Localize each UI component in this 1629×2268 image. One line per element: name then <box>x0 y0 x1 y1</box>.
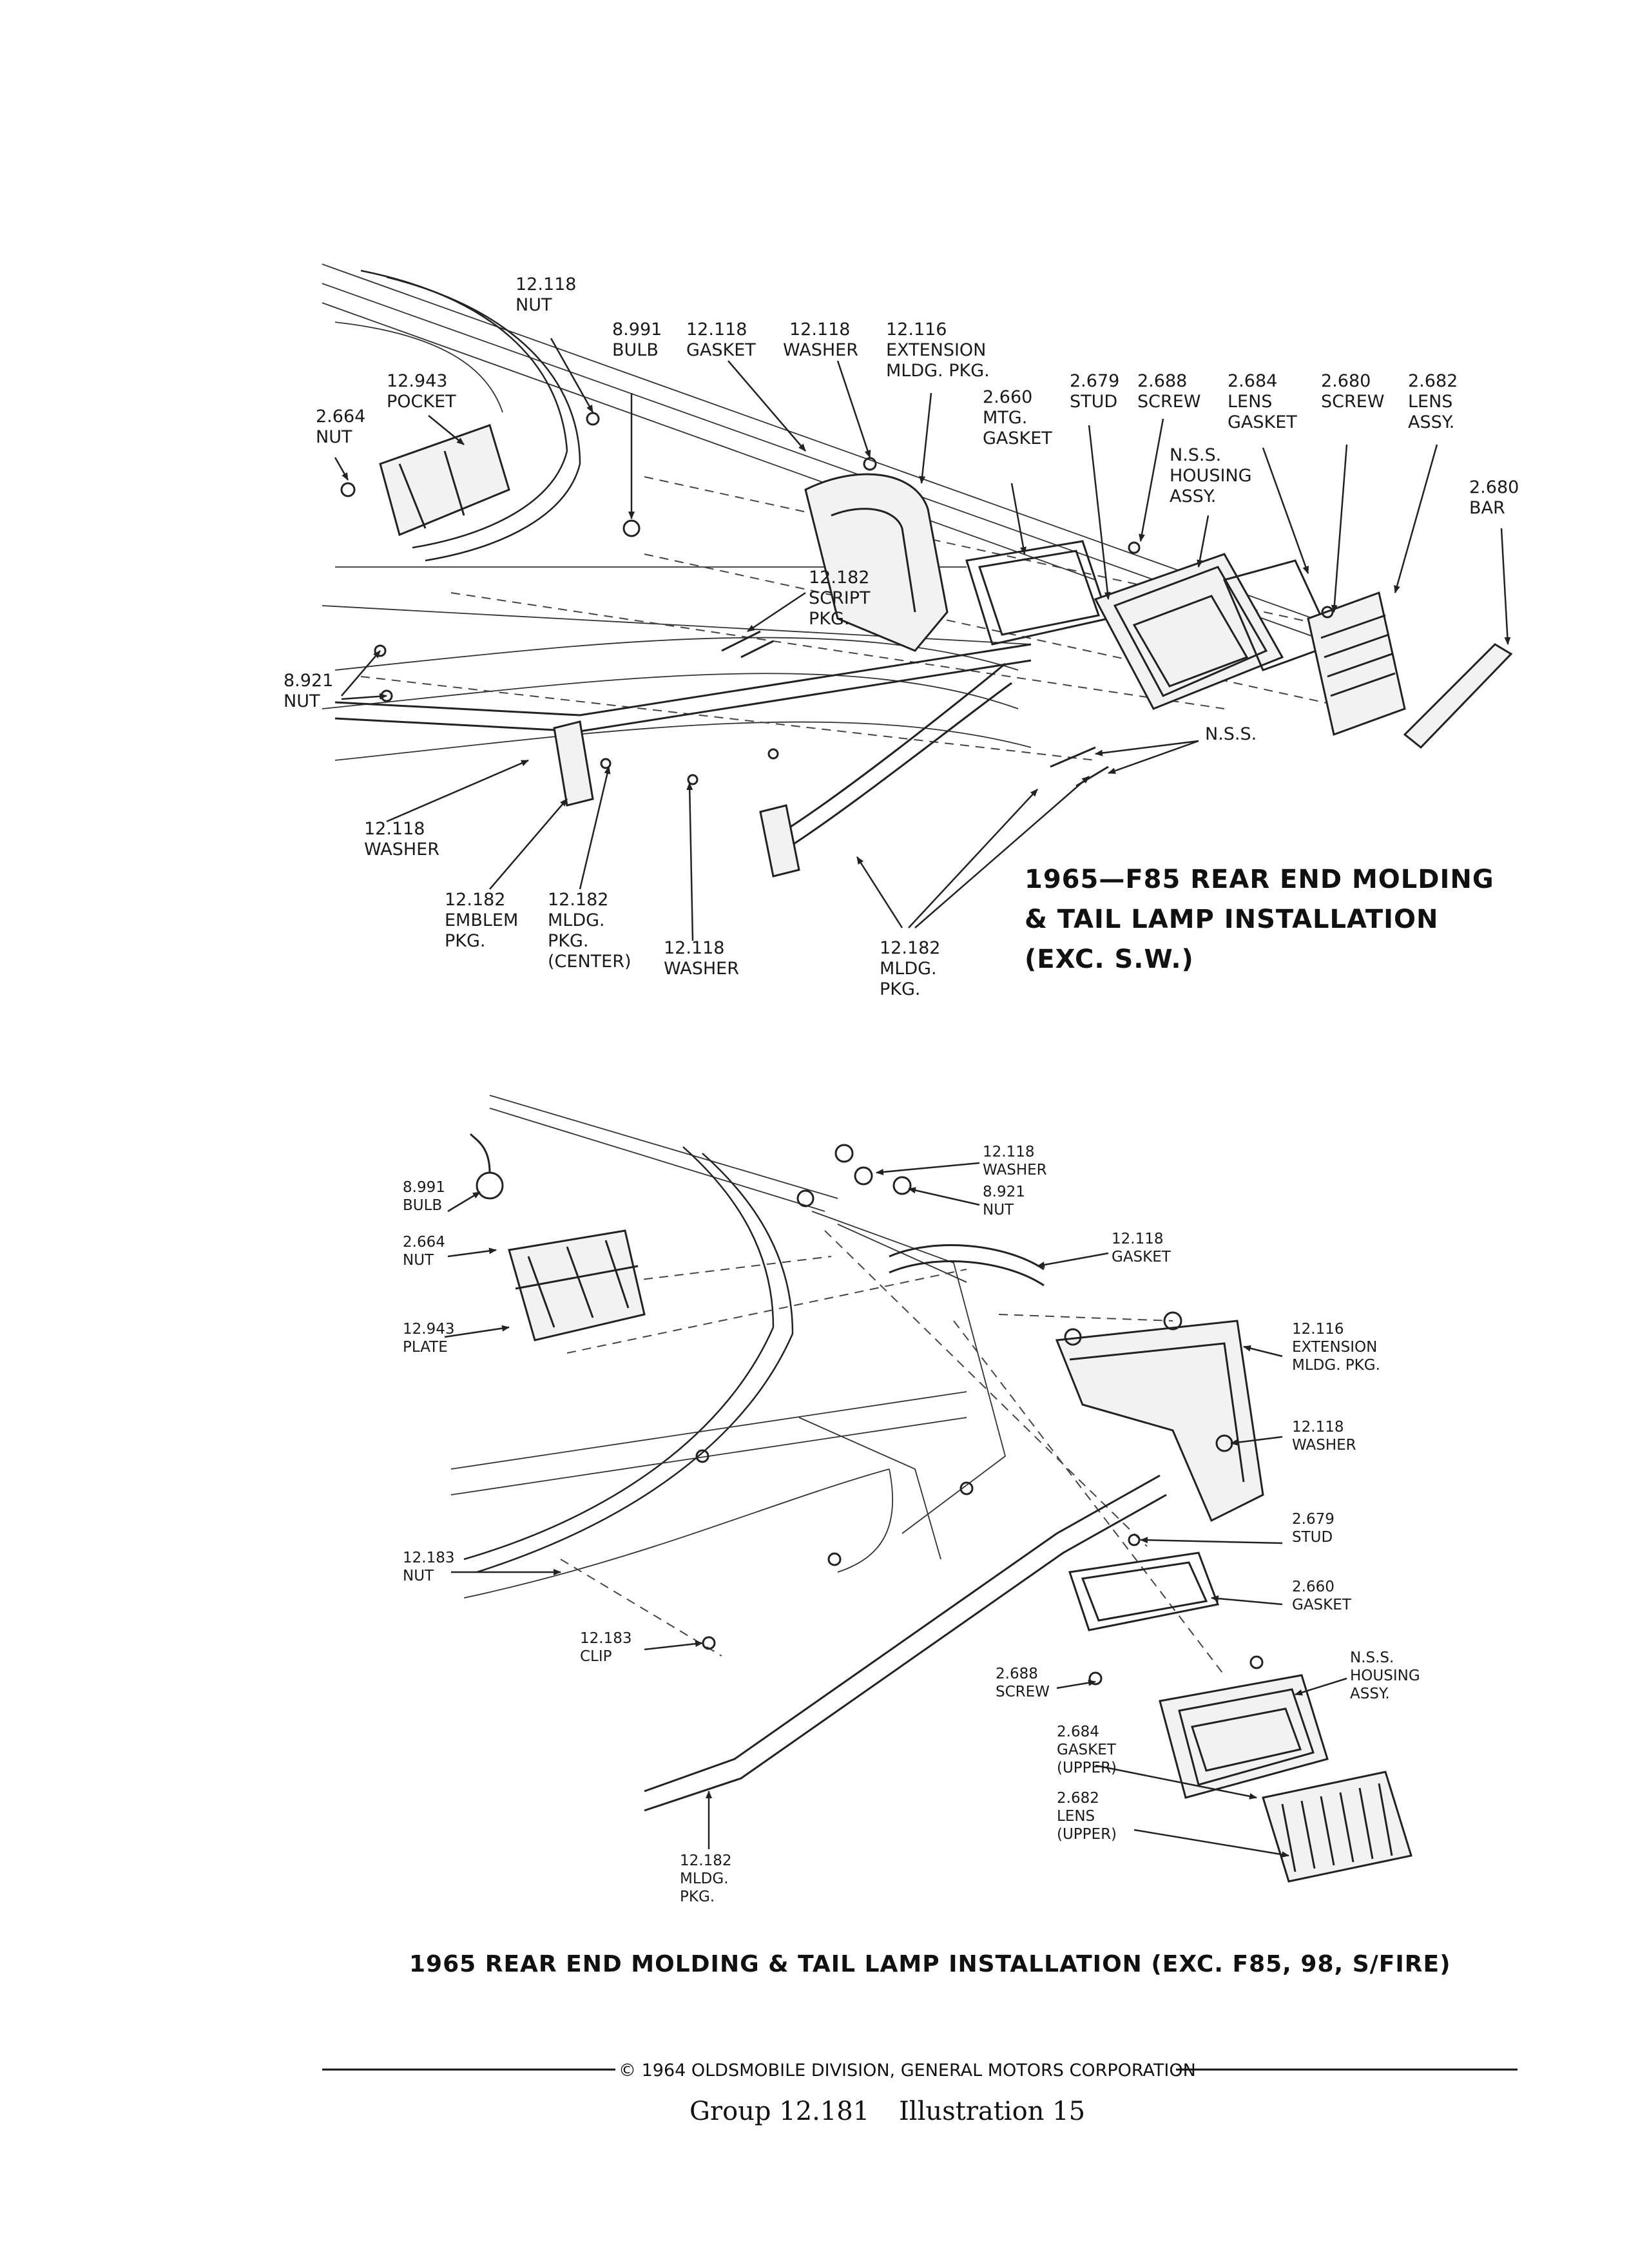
label-top-nut-12118: 12.118 NUT <box>516 274 582 315</box>
label-top-mldg-center-12182: 12.182 MLDG. PKG. (CENTER) <box>548 890 631 972</box>
label-bottom-gasket-12118: 12.118 GASKET <box>1112 1231 1171 1265</box>
label-bottom-nut-12183: 12.183 NUT <box>403 1550 459 1584</box>
label-top-washer-12118-c: 12.118 WASHER <box>664 938 739 979</box>
label-bottom-bulb-8991: 8.991 BULB <box>403 1179 450 1214</box>
bottom-diagram: 12.118 WASHER 8.921 NUT 8.991 BULB 2.664… <box>403 1095 1451 1977</box>
label-top-screw-2680: 2.680 SCREW <box>1321 371 1385 412</box>
label-top-washer-12118-a: 12.118 WASHER <box>783 320 858 360</box>
bottom-hardware <box>695 1144 1264 1686</box>
top-diagram-title: 1965—F85 REAR END MOLDING & TAIL LAMP IN… <box>1025 865 1494 974</box>
top-mtg-gasket-part <box>965 540 1110 646</box>
label-top-screw-2688: 2.688 SCREW <box>1137 371 1201 412</box>
label-bottom-housing-nss: N.S.S. HOUSING ASSY. <box>1350 1649 1425 1702</box>
copyright-text: © 1964 OLDSMOBILE DIVISION, GENERAL MOTO… <box>619 2061 1196 2081</box>
footer: © 1964 OLDSMOBILE DIVISION, GENERAL MOTO… <box>322 2061 1518 2126</box>
label-top-nut-8921: 8.921 NUT <box>284 671 339 711</box>
label-bottom-nut-2664: 2.664 NUT <box>403 1234 450 1269</box>
label-top-mtg-gasket-2660: 2.660 MTG. GASKET <box>983 387 1052 448</box>
top-title-line2: & TAIL LAMP INSTALLATION <box>1025 905 1439 934</box>
label-bottom-gasket-upper-2684: 2.684 GASKET (UPPER) <box>1057 1724 1121 1776</box>
label-top-bulb-8991: 8.991 BULB <box>612 320 668 360</box>
bottom-plate-part <box>508 1229 646 1341</box>
label-bottom-stud-2679: 2.679 STUD <box>1292 1511 1339 1546</box>
top-rear-moldings <box>334 630 1109 878</box>
bottom-body-panel <box>450 1095 1225 1676</box>
group-number: Group 12.181 <box>689 2097 869 2126</box>
label-top-bar-2680: 2.680 BAR <box>1469 477 1525 518</box>
top-pocket-part <box>379 424 510 537</box>
label-bottom-extension-12116: 12.116 EXTENSION MLDG. PKG. <box>1292 1321 1382 1374</box>
label-bottom-gasket-2660: 2.660 GASKET <box>1292 1579 1352 1613</box>
bottom-gasket-2660-part <box>1068 1552 1220 1631</box>
bottom-diagram-title: 1965 REAR END MOLDING & TAIL LAMP INSTAL… <box>409 1951 1451 1977</box>
label-top-washer-12118-b: 12.118 WASHER <box>364 819 439 860</box>
label-bottom-washer-12118-a: 12.118 WASHER <box>983 1144 1047 1178</box>
top-title-line3: (EXC. S.W.) <box>1025 945 1194 974</box>
top-extension-molding-part <box>804 473 949 652</box>
label-bottom-nut-8921: 8.921 NUT <box>983 1184 1030 1218</box>
bottom-part-labels: 12.118 WASHER 8.921 NUT 8.991 BULB 2.664… <box>403 1144 1425 1905</box>
label-bottom-washer-12118-b: 12.118 WASHER <box>1292 1419 1356 1454</box>
label-top-nut-2664: 2.664 NUT <box>316 407 371 447</box>
top-part-labels: 12.118 NUT 8.991 BULB 12.118 GASKET 12.1… <box>284 274 1525 999</box>
illustration-number: Illustration 15 <box>899 2097 1085 2126</box>
label-top-stud-2679: 2.679 STUD <box>1070 371 1125 412</box>
label-top-lens-assy-2682: 2.682 LENS ASSY. <box>1408 371 1463 432</box>
label-bottom-screw-2688: 2.688 SCREW <box>996 1666 1050 1700</box>
label-top-extension-12116: 12.116 EXTENSION MLDG. PKG. <box>886 320 992 381</box>
label-top-gasket-12118: 12.118 GASKET <box>686 320 756 360</box>
label-bottom-plate-12943: 12.943 PLATE <box>403 1321 459 1356</box>
bottom-lens-part <box>1262 1771 1412 1883</box>
bottom-extension-molding-part <box>1055 1320 1264 1523</box>
label-top-script-12182: 12.182 SCRIPT PKG. <box>809 568 876 629</box>
bottom-housing-part <box>1159 1674 1329 1799</box>
label-bottom-clip-12183: 12.183 CLIP <box>580 1630 637 1665</box>
bottom-rear-molding <box>644 1474 1167 1812</box>
label-top-housing-nss: N.S.S. HOUSING ASSY. <box>1170 445 1257 506</box>
top-body-panel <box>322 264 1386 761</box>
label-top-mldg-12182: 12.182 MLDG. PKG. <box>880 938 946 999</box>
bottom-gasket-part <box>889 1244 1045 1287</box>
top-lens-part <box>1222 559 1406 736</box>
bottom-leader-lines <box>444 1162 1347 1858</box>
top-bar-part <box>1403 643 1513 749</box>
top-title-line1: 1965—F85 REAR END MOLDING <box>1025 865 1494 894</box>
label-top-nss: N.S.S. <box>1205 724 1257 744</box>
bottom-bulb-part <box>469 1133 504 1200</box>
top-leader-lines <box>334 338 1511 941</box>
label-top-lens-gasket-2684: 2.684 LENS GASKET <box>1228 371 1297 432</box>
label-bottom-mldg-12182: 12.182 MLDG. PKG. <box>680 1852 737 1905</box>
label-bottom-lens-upper-2682: 2.682 LENS (UPPER) <box>1057 1790 1117 1843</box>
top-diagram: 12.118 NUT 8.991 BULB 12.118 GASKET 12.1… <box>284 264 1525 999</box>
label-top-pocket-12943: 12.943 POCKET <box>387 371 456 412</box>
label-top-emblem-12182: 12.182 EMBLEM PKG. <box>445 890 524 951</box>
top-housing-part <box>1094 553 1284 710</box>
